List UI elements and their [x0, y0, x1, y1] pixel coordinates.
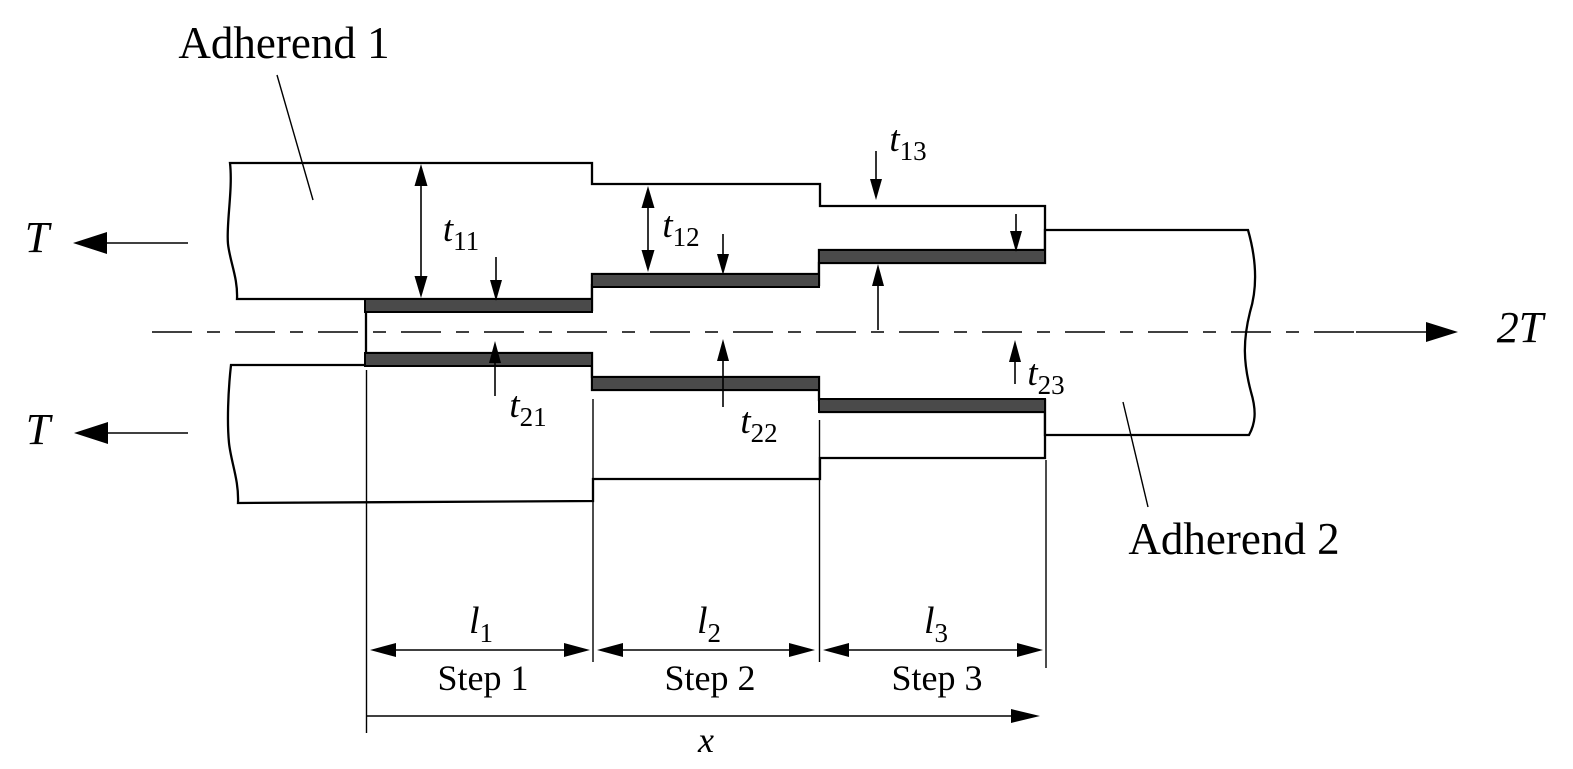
- t23-sub: 23: [1038, 370, 1065, 400]
- l1-base: l: [469, 600, 480, 642]
- force-arrow-left-bottom: [74, 422, 188, 444]
- l1-label: l1: [469, 600, 493, 648]
- t23-base: t: [1027, 353, 1039, 394]
- adherend2-leader-line: [1122, 401, 1149, 508]
- t12-sub: 12: [673, 222, 700, 252]
- t21-label: t21: [509, 385, 546, 432]
- t22-base: t: [740, 401, 752, 442]
- step3-label: Step 3: [891, 658, 982, 698]
- t13-label: t13: [889, 119, 926, 166]
- force-label-right: 2T: [1497, 303, 1547, 352]
- t11-sub: 11: [453, 226, 479, 256]
- force-arrow-left-top: [73, 232, 188, 254]
- t22-label: t22: [740, 401, 777, 448]
- t23-pointer-arrow: [1009, 340, 1021, 384]
- t13-pointer-arrow: [870, 151, 882, 200]
- adherend-2-outline: [364, 228, 1257, 437]
- adherend-1-upper-outline: [226, 161, 1047, 301]
- t12-adhesive-pointer-arrow: [717, 234, 729, 275]
- t13-base: t: [889, 119, 901, 160]
- l3-base: l: [924, 600, 935, 642]
- l2-label: l2: [697, 600, 721, 648]
- t22-pointer-arrow: [717, 339, 729, 407]
- t21-sub: 21: [520, 402, 547, 432]
- t11-adhesive-pointer-arrow: [490, 257, 502, 301]
- adhesive-layer-top-step2: [591, 273, 820, 288]
- dimension-l1: [370, 643, 590, 657]
- l2-base: l: [697, 600, 708, 642]
- adhesive-layer-bottom-step3: [818, 398, 1046, 413]
- adhesive-layer-bottom-step1: [364, 352, 593, 367]
- adhesive-layer-top-step1: [364, 298, 593, 313]
- l3-label: l3: [924, 600, 948, 648]
- adherend1-label: Adherend 1: [178, 18, 389, 68]
- step3-up-pointer-arrow: [872, 264, 884, 330]
- l2-sub: 2: [708, 618, 722, 648]
- force-arrow-right: [1356, 322, 1458, 342]
- l1-sub: 1: [480, 618, 494, 648]
- x-axis-arrow: [367, 709, 1040, 723]
- t11-dimension-arrow: [414, 164, 428, 298]
- adhesive-layer-bottom-step2: [591, 376, 820, 391]
- t12-base: t: [662, 205, 674, 246]
- dimension-l2: [597, 643, 815, 657]
- t11-label: t11: [443, 209, 479, 256]
- dimension-l3: [823, 643, 1043, 657]
- adhesive-layer-top-step3: [818, 249, 1046, 264]
- x-axis-label: x: [697, 720, 714, 760]
- t21-pointer-arrow: [489, 341, 501, 396]
- t21-base: t: [509, 385, 521, 426]
- t23-label: t23: [1027, 353, 1064, 400]
- adherend2-label: Adherend 2: [1128, 514, 1339, 564]
- step1-label: Step 1: [437, 658, 528, 698]
- step3-down-pointer-arrow: [1010, 214, 1022, 252]
- t12-dimension-arrow: [641, 186, 655, 272]
- t13-sub: 13: [900, 136, 927, 166]
- l3-sub: 3: [935, 618, 949, 648]
- step2-label: Step 2: [664, 658, 755, 698]
- force-label-left-bottom: T: [26, 405, 54, 454]
- t22-sub: 22: [751, 418, 778, 448]
- t11-base: t: [443, 209, 455, 250]
- force-label-left-top: T: [25, 213, 53, 262]
- t12-label: t12: [662, 205, 699, 252]
- adherend1-leader-line: [276, 74, 314, 201]
